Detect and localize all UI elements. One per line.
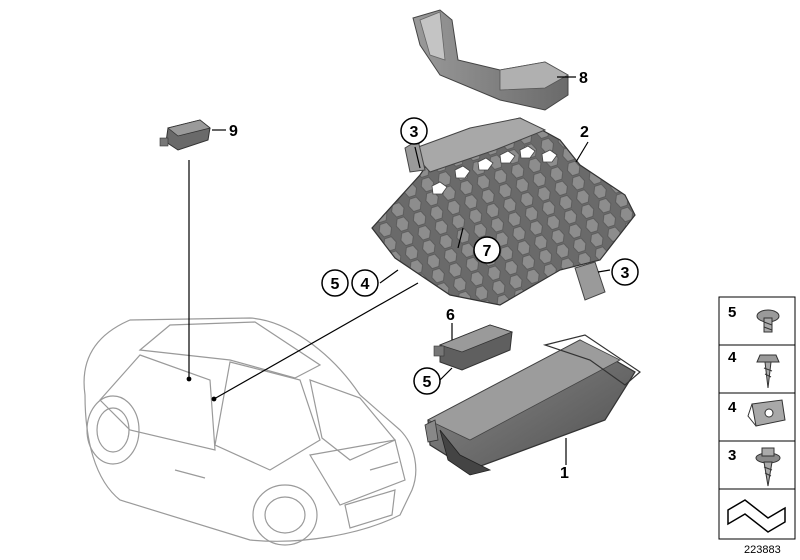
svg-text:3: 3 bbox=[728, 447, 736, 464]
svg-text:3: 3 bbox=[621, 265, 630, 282]
leader-lines bbox=[186, 76, 611, 465]
svg-text:4: 4 bbox=[361, 276, 370, 293]
diagram-id: 223883 bbox=[744, 544, 781, 556]
callout-6: 6 bbox=[446, 307, 455, 324]
module-part-6 bbox=[433, 324, 514, 371]
svg-text:4: 4 bbox=[728, 399, 737, 416]
collar-screw-icon bbox=[755, 447, 781, 487]
callout-5-bottom: 5 bbox=[413, 367, 441, 395]
callout-2: 2 bbox=[580, 124, 589, 141]
cover-part-8 bbox=[412, 9, 569, 111]
callout-3-top: 3 bbox=[400, 117, 428, 145]
legend-cell-1: 5 bbox=[718, 296, 796, 346]
callout-9: 9 bbox=[229, 123, 238, 140]
control-unit-part-1 bbox=[424, 334, 641, 476]
svg-text:5: 5 bbox=[423, 374, 432, 391]
clip-nut-icon bbox=[747, 399, 786, 427]
callout-8: 8 bbox=[579, 70, 588, 87]
car-outline bbox=[83, 317, 417, 546]
sensor-part-9 bbox=[159, 119, 211, 151]
bracket-symbol-icon bbox=[727, 499, 786, 533]
svg-text:5: 5 bbox=[331, 276, 340, 293]
svg-text:4: 4 bbox=[728, 349, 737, 366]
callout-7: 7 bbox=[473, 236, 501, 264]
legend-cell-2: 4 bbox=[718, 344, 796, 394]
screw-icon bbox=[756, 309, 780, 333]
callout-3-right: 3 bbox=[611, 258, 639, 286]
svg-text:3: 3 bbox=[410, 124, 419, 141]
bolt-icon bbox=[756, 354, 780, 389]
callout-5-top: 5 bbox=[321, 269, 349, 297]
callout-4: 4 bbox=[351, 269, 379, 297]
callout-1: 1 bbox=[560, 465, 569, 482]
legend-cell-3: 4 bbox=[718, 392, 796, 442]
svg-text:5: 5 bbox=[728, 304, 736, 321]
svg-text:7: 7 bbox=[483, 243, 492, 260]
legend-cell-4: 3 bbox=[718, 440, 796, 490]
callouts: 8 9 2 3 7 3 5 4 6 5 1 bbox=[229, 70, 639, 482]
fastener-legend: 5 4 4 bbox=[718, 296, 796, 540]
bracket-plate-part-2 bbox=[371, 117, 636, 306]
legend-cell-symbol bbox=[718, 488, 796, 540]
